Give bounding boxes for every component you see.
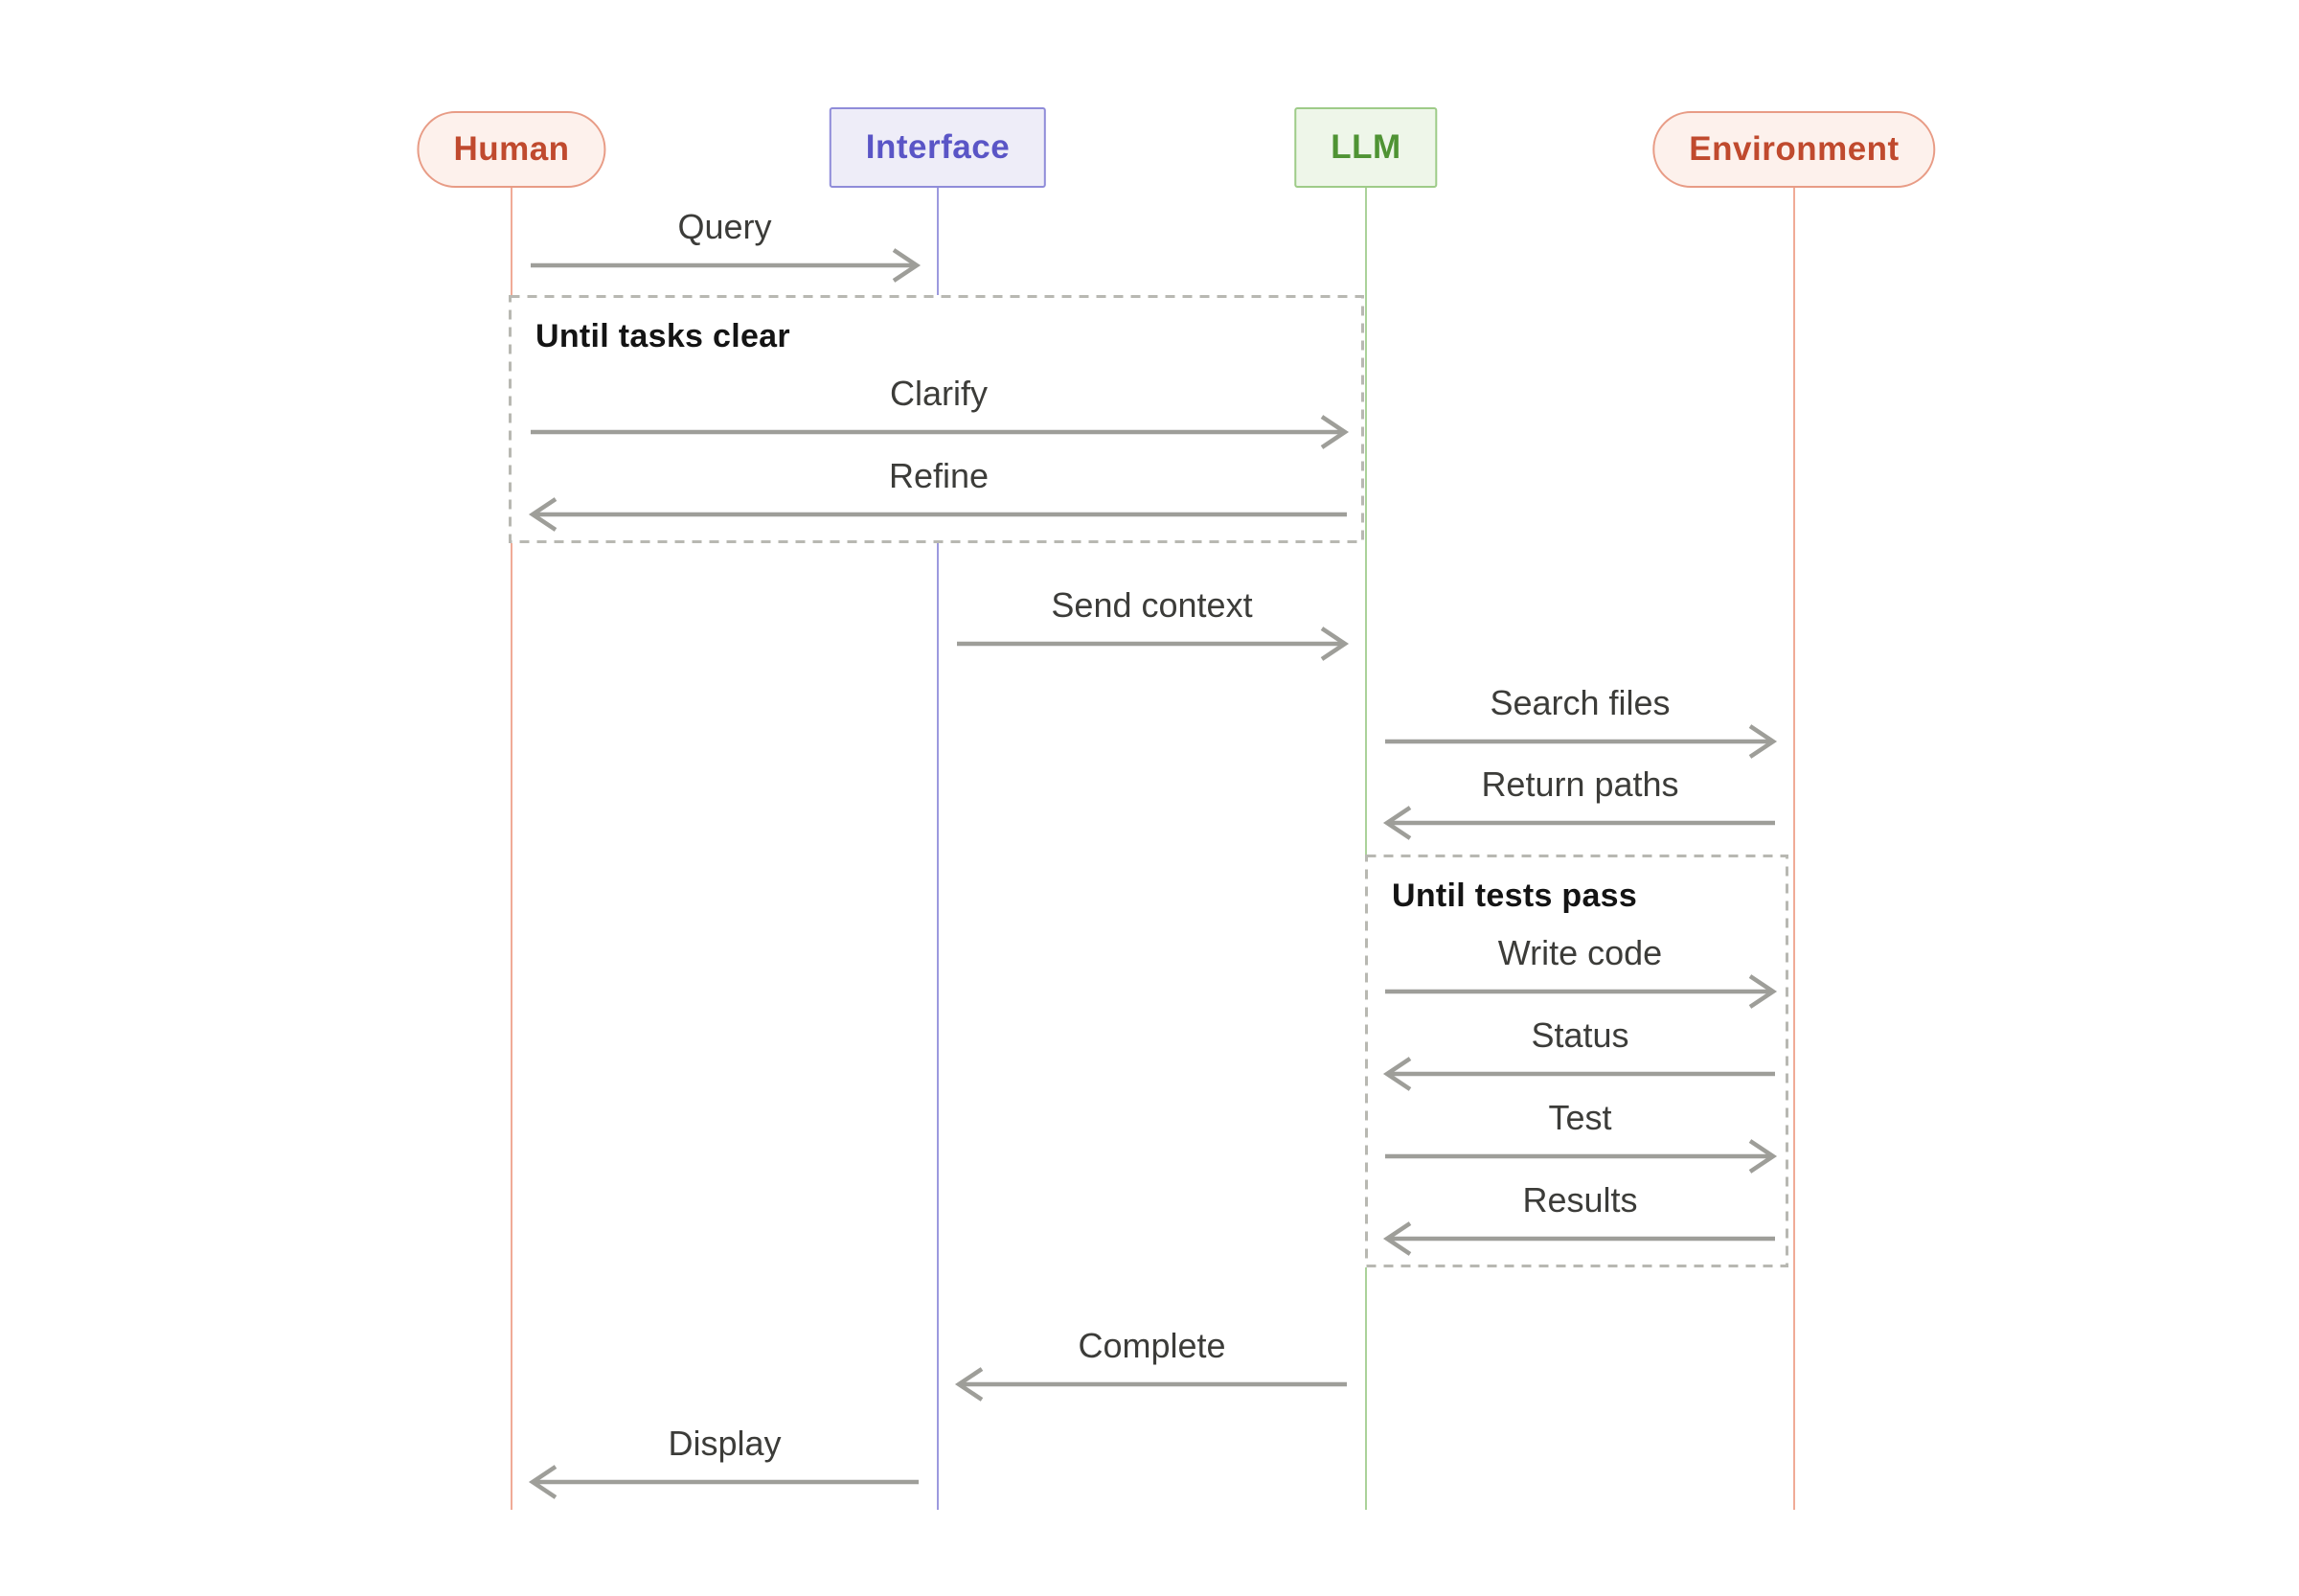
loop-box-until-tests-pass: Until tests pass bbox=[1365, 855, 1788, 1267]
arrowhead-icon bbox=[1320, 627, 1350, 661]
message-label-complete: Complete bbox=[1078, 1326, 1226, 1365]
message-label-query: Query bbox=[677, 207, 772, 246]
message-arrow-complete bbox=[954, 1367, 1347, 1402]
arrowhead-icon bbox=[528, 1465, 558, 1499]
lifeline-interface bbox=[937, 188, 939, 1510]
message-label-clarify: Clarify bbox=[889, 374, 989, 413]
actor-llm: LLM bbox=[1294, 107, 1438, 188]
message-arrow-return-paths bbox=[1382, 806, 1775, 840]
loop-dashed-border bbox=[1365, 855, 1788, 1267]
message-arrow-send-context bbox=[957, 627, 1350, 661]
actor-interface: Interface bbox=[829, 107, 1047, 188]
arrowhead-icon bbox=[954, 1367, 984, 1402]
arrowhead-icon bbox=[1382, 806, 1412, 840]
loop-box-until-tasks-clear: Until tasks clear bbox=[509, 295, 1364, 543]
loop-dashed-border bbox=[509, 295, 1364, 543]
actor-human: Human bbox=[417, 111, 606, 188]
lifeline-environment bbox=[1793, 188, 1795, 1510]
message-label-return-paths: Return paths bbox=[1481, 764, 1679, 804]
lifeline-human bbox=[511, 188, 512, 1510]
message-label-refine: Refine bbox=[888, 456, 990, 495]
message-label-test: Test bbox=[1548, 1098, 1612, 1137]
actor-environment: Environment bbox=[1652, 111, 1936, 188]
loop-label-until-tests-pass: Until tests pass bbox=[1392, 878, 1638, 914]
message-label-search-files: Search files bbox=[1490, 683, 1671, 722]
arrowhead-icon bbox=[1748, 724, 1778, 759]
message-label-results: Results bbox=[1522, 1180, 1638, 1220]
message-label-display: Display bbox=[668, 1424, 782, 1463]
loop-label-until-tasks-clear: Until tasks clear bbox=[535, 318, 790, 354]
message-arrow-search-files bbox=[1385, 724, 1778, 759]
message-label-send-context: Send context bbox=[1051, 585, 1253, 625]
arrowhead-icon bbox=[892, 248, 922, 283]
message-arrow-query bbox=[531, 248, 922, 283]
message-label-write-code: Write code bbox=[1497, 933, 1663, 972]
lifeline-llm bbox=[1365, 188, 1367, 1510]
message-arrow-display bbox=[528, 1465, 919, 1499]
message-label-status: Status bbox=[1531, 1015, 1629, 1055]
